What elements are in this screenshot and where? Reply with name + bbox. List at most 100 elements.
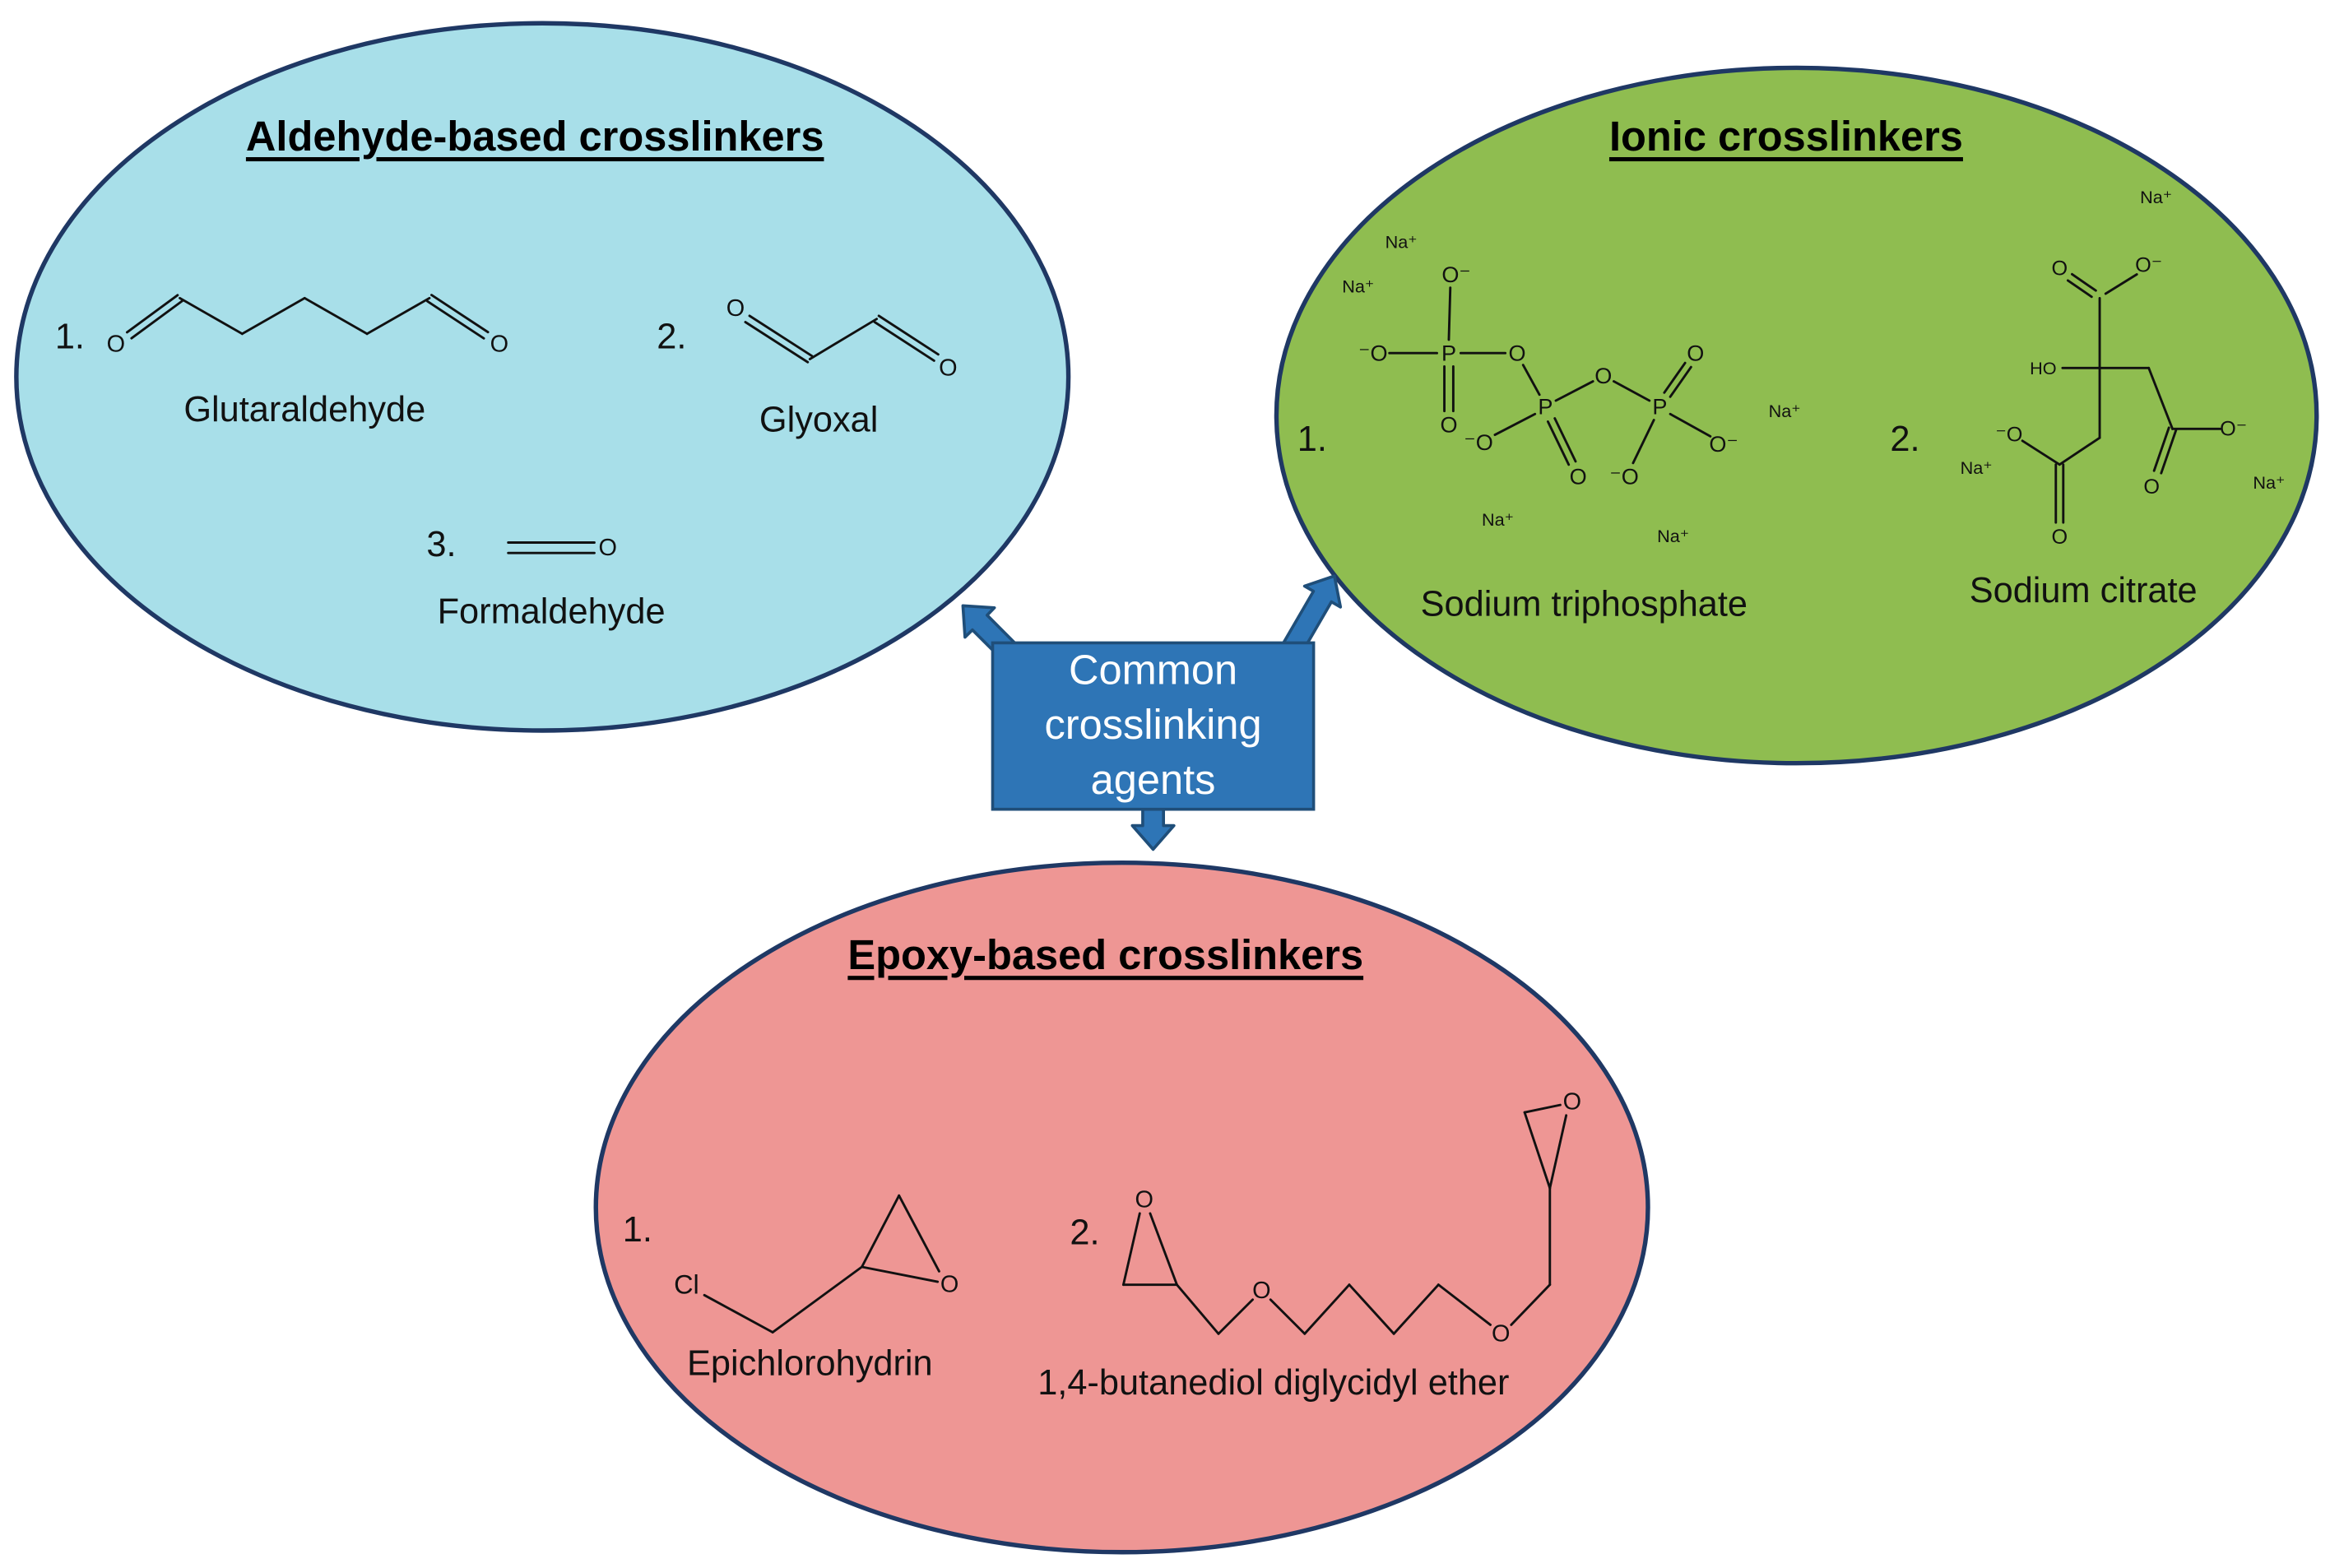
atom-label: O⁻ <box>2135 254 2162 277</box>
item-number: 2. <box>1070 1213 1099 1252</box>
bond <box>2021 439 2061 466</box>
bond <box>873 321 935 362</box>
atom-label: O <box>1252 1278 1270 1304</box>
atom-label: ⁻O <box>1609 464 1638 489</box>
epoxy-group: Epoxy-based crosslinkers 1. Cl O Epichlor… <box>593 861 1650 1555</box>
bond <box>1437 1283 1492 1326</box>
item-number: 1. <box>55 317 85 356</box>
bond <box>1303 1283 1351 1335</box>
bond <box>1669 365 1692 398</box>
hub: Common crosslinking agents <box>961 574 1343 851</box>
bond <box>1348 1283 1395 1335</box>
bond <box>1510 1283 1552 1326</box>
bond <box>2160 429 2178 475</box>
atom-label: O <box>2051 526 2068 549</box>
atom-label: O <box>107 331 125 357</box>
bond <box>1663 361 1687 394</box>
bond <box>861 1194 901 1269</box>
epichlorohydrin-structure: Cl O <box>674 1194 958 1334</box>
hub-box <box>991 641 1316 811</box>
bond <box>130 299 183 340</box>
bond <box>2152 426 2170 472</box>
sodium-citrate-label: Sodium citrate <box>1970 571 2198 610</box>
bond <box>744 321 810 364</box>
atom-label: Na⁺ <box>1769 401 1801 421</box>
bond <box>2066 279 2093 299</box>
bond <box>2147 366 2174 430</box>
glyoxal-label: Glyoxal <box>759 400 878 439</box>
atom-label: O <box>1570 464 1587 489</box>
epoxy-title: Epoxy-based crosslinkers <box>847 931 1363 978</box>
atom-label: O <box>1509 341 1526 366</box>
atom-label: O <box>1440 411 1457 437</box>
atom-label: O⁻ <box>1441 262 1470 287</box>
bond <box>1521 364 1541 397</box>
bond <box>425 299 485 340</box>
bond <box>1493 412 1537 437</box>
ionic-title: Ionic crosslinkers <box>1609 113 1963 160</box>
epichlorohydrin-label: Epichlorohydrin <box>687 1343 933 1383</box>
epoxy-ellipse <box>593 861 1650 1555</box>
atom-label: Na⁺ <box>2140 187 2172 207</box>
bond <box>1613 380 1651 402</box>
bond <box>1523 1103 1562 1114</box>
bond <box>303 296 369 336</box>
sodium-triphosphate-label: Sodium triphosphate <box>1421 584 1748 624</box>
hub-line: crosslinking <box>1044 701 1261 748</box>
aldehyde-title: Aldehyde-based crosslinkers <box>246 113 824 160</box>
item-number: 1. <box>623 1210 652 1250</box>
bond <box>2071 272 2097 292</box>
bond <box>1217 1298 1255 1335</box>
atom-label: O <box>2051 257 2068 280</box>
bond <box>1554 380 1594 402</box>
formaldehyde-label: Formaldehyde <box>438 591 666 631</box>
atom-label: O <box>1687 341 1704 366</box>
aldehyde-ellipse <box>14 21 1071 733</box>
atom-label: O <box>1594 363 1612 388</box>
atom-label: ⁻O <box>1995 424 2022 447</box>
item-number: 2. <box>1890 420 1919 459</box>
bond <box>1631 419 1655 465</box>
bond <box>808 318 879 360</box>
atom-label: Cl <box>674 1270 699 1300</box>
atom-label: O⁻ <box>2220 417 2247 440</box>
bond <box>861 1265 940 1283</box>
atom-label: Na⁺ <box>2253 472 2285 493</box>
hub-line: Common <box>1069 646 1237 693</box>
atom-label: P <box>1441 341 1456 366</box>
atom-label: O <box>598 535 616 561</box>
bond <box>125 294 179 334</box>
bond <box>898 1194 940 1273</box>
atom-label: Na⁺ <box>1342 276 1374 296</box>
glyoxal-structure: OO <box>726 295 958 381</box>
bond <box>1269 1298 1307 1335</box>
atom-label: O <box>726 295 745 322</box>
hub-line: agents <box>1091 756 1216 803</box>
bond <box>1447 286 1452 341</box>
atom-label: O <box>940 1272 958 1298</box>
atom-label: ⁻O <box>1464 429 1492 455</box>
bond <box>2104 273 2138 295</box>
bond <box>1553 417 1577 463</box>
bond <box>1392 1283 1440 1335</box>
atom-label: ⁻O <box>1358 341 1387 366</box>
item-number: 1. <box>1297 420 1327 459</box>
bdde-label: 1,4-butanediol diglycidyl ether <box>1037 1363 1509 1403</box>
bond <box>703 1293 774 1334</box>
bond <box>1149 1212 1178 1287</box>
bond <box>1546 420 1571 466</box>
atom-label: O <box>490 331 508 357</box>
item-number: 2. <box>657 317 686 356</box>
bond <box>1523 1111 1552 1190</box>
atom-label: Na⁺ <box>1482 509 1514 530</box>
formaldehyde-structure: O <box>507 535 617 561</box>
bond <box>1669 412 1712 438</box>
ionic-ellipse <box>1274 65 2319 766</box>
bond <box>179 296 244 336</box>
